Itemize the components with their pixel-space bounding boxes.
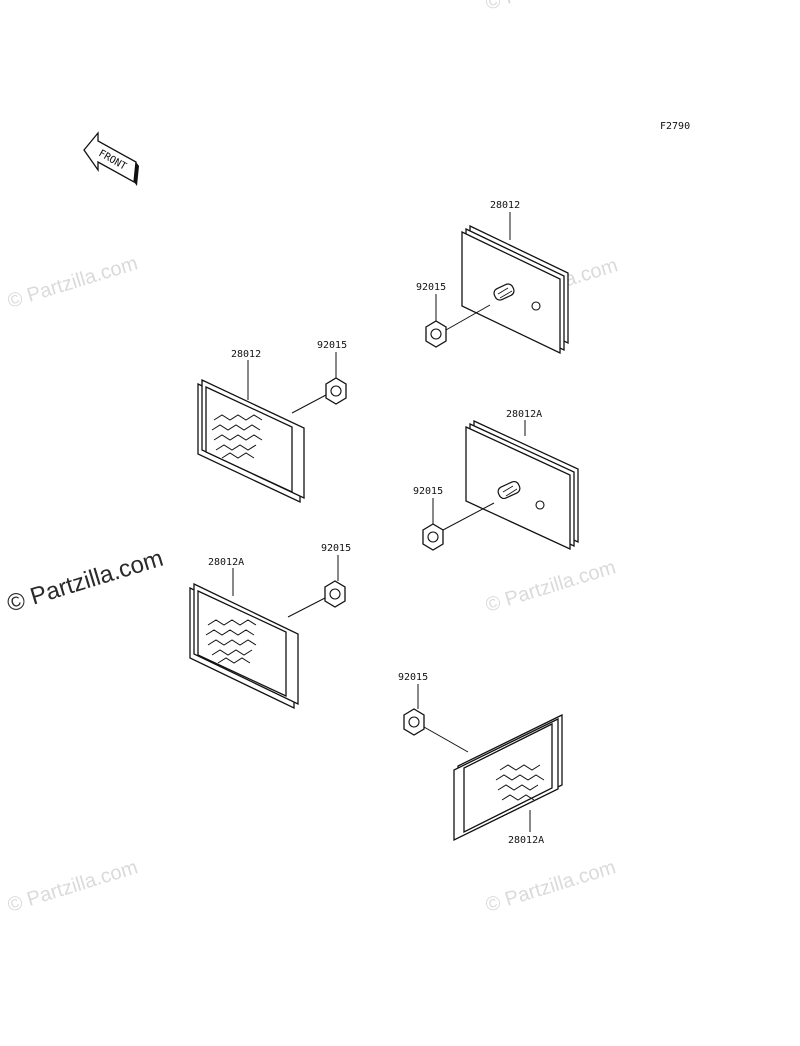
reflector-left-lower xyxy=(189,582,299,710)
pin-icon xyxy=(531,301,541,311)
pin-icon xyxy=(535,500,545,510)
reflector-middle-right xyxy=(465,419,579,551)
reflector-upper-right xyxy=(461,224,569,355)
watermark-dark: © Partzilla.com xyxy=(4,545,167,618)
label-part: 28012A xyxy=(508,835,544,846)
label-part: 28012 xyxy=(490,200,520,211)
stud-icon xyxy=(497,480,521,500)
watermark: © Partzilla.com xyxy=(5,252,140,312)
front-arrow-icon: FRONT xyxy=(83,131,139,186)
reflector-bottom-right xyxy=(453,713,563,842)
prism-pattern-icon xyxy=(211,414,263,459)
watermark: © Partzilla.com xyxy=(483,556,618,616)
label-part: 28012A xyxy=(208,557,244,568)
label-nut: 92015 xyxy=(321,543,351,554)
nut-icon xyxy=(403,708,425,736)
nut-icon xyxy=(425,320,447,348)
label-nut: 92015 xyxy=(416,282,446,293)
watermark: © Partzilla.com xyxy=(483,0,618,15)
label-nut: 92015 xyxy=(413,486,443,497)
prism-pattern-icon xyxy=(205,619,257,664)
label-nut: 92015 xyxy=(317,340,347,351)
nut-icon xyxy=(324,580,346,608)
stud-icon xyxy=(493,283,515,301)
watermark: © Partzilla.com xyxy=(483,856,618,916)
nut-icon xyxy=(325,377,347,405)
nut-icon xyxy=(422,523,444,551)
label-part: 28012 xyxy=(231,349,261,360)
label-part: 28012A xyxy=(506,409,542,420)
figure-code: F2790 xyxy=(660,121,690,132)
reflector-left-upper xyxy=(197,378,305,504)
prism-pattern-icon xyxy=(495,764,545,801)
watermark: © Partzilla.com xyxy=(5,856,140,916)
label-nut: 92015 xyxy=(398,672,428,683)
